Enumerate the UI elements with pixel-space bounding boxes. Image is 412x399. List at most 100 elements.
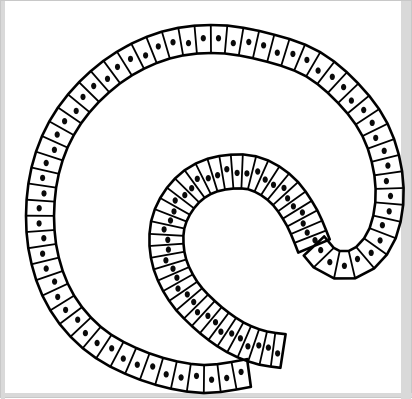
inner-cell-band-cell-nucleus — [182, 192, 187, 198]
inner-cell-band-cell-nucleus — [271, 182, 276, 188]
inner-cell-band-cell-wall — [200, 307, 222, 333]
inner-cell-band-cell-nucleus — [165, 237, 170, 243]
outer-cell-band-cell-wall — [32, 258, 59, 265]
outer-cell-band-cell-nucleus — [388, 193, 393, 199]
inner-cell-band-cell-nucleus — [229, 330, 234, 336]
outer-cell-band-cell-nucleus — [261, 42, 266, 48]
inner-cell-band-cell-nucleus — [170, 266, 175, 272]
inner-cell-band-cell-wall — [175, 179, 199, 203]
outer-cell-band-cell-wall — [368, 139, 394, 149]
outer-cell-band-cell-nucleus — [109, 345, 114, 351]
inner-cell-band-cell-wall — [151, 221, 184, 228]
outer-cell-band-cell-nucleus — [216, 35, 221, 41]
inner-cell-band-cell-nucleus — [301, 220, 306, 226]
outer-cell-band-cell-nucleus — [355, 256, 360, 262]
outer-cell-band-cell-nucleus — [62, 118, 67, 124]
inner-cell-band-cell-nucleus — [174, 275, 179, 281]
outer-cell-band-cell-wall — [27, 230, 55, 232]
outer-cell-band-cell-nucleus — [224, 375, 229, 381]
outer-cell-band-cell-wall — [334, 251, 340, 278]
outer-cell-band-cell-wall — [171, 361, 177, 388]
outer-cell-band-cell-nucleus — [342, 263, 347, 269]
inner-cell-band-cell-nucleus — [171, 208, 176, 214]
outer-cell-band-cell-wall — [155, 358, 163, 385]
outer-cell-band-cell-nucleus — [143, 52, 148, 58]
inner-cell-band-cell-nucleus — [195, 309, 200, 315]
inner-cell-band-cell-nucleus — [291, 203, 296, 209]
inner-cell-band-cell-nucleus — [185, 291, 190, 297]
outer-cell-band-cell-wall — [364, 238, 387, 254]
outer-cell-band-cell-wall — [28, 244, 56, 248]
inner-cell-band-cell-nucleus — [166, 246, 171, 252]
outer-cell-band-cell-nucleus — [384, 178, 389, 184]
outer-cell-band-cell-wall — [131, 44, 144, 69]
outer-cell-band-cell-nucleus — [128, 56, 133, 62]
outer-cell-band-cell-nucleus — [186, 40, 191, 46]
inner-cell-band-cell-wall — [280, 334, 285, 368]
outer-cell-band-cell-wall — [232, 362, 237, 390]
inner-cell-band-cell-nucleus — [255, 168, 260, 174]
inner-cell-band-cell-nucleus — [224, 166, 229, 172]
outer-cell-band-cell-nucleus — [387, 208, 392, 214]
outer-cell-band-cell-wall — [28, 184, 56, 188]
inner-cell-band-cell-wall — [150, 244, 184, 246]
outer-cell-band-cell-wall — [42, 136, 68, 148]
inner-cell-band-cell-wall — [151, 252, 185, 258]
inner-cell-band-cell-nucleus — [191, 299, 196, 305]
outer-cell-band-cell-wall — [370, 228, 396, 238]
inner-cell-band-cell-nucleus — [195, 176, 200, 182]
inner-cell-band-cell-nucleus — [266, 344, 271, 350]
inner-cell-band-cell-nucleus — [206, 175, 211, 181]
outer-cell-band-cell-wall — [49, 121, 74, 135]
outer-cell-band-cell-nucleus — [330, 74, 335, 80]
outer-cell-band-cell-wall — [363, 124, 388, 136]
outer-cell-band-cell-wall — [42, 284, 67, 296]
inner-cell-band-cell-nucleus — [300, 209, 305, 215]
outer-cell-band-cell-wall — [294, 45, 305, 71]
inner-cell-band-cell-wall — [295, 231, 327, 243]
outer-cell-band-cell-nucleus — [52, 147, 57, 153]
outer-cell-band-cell-nucleus — [95, 340, 100, 346]
inner-cell-band-cell-nucleus — [235, 170, 240, 176]
inner-cell-band-cell-nucleus — [189, 185, 194, 191]
inner-cell-band-cell-wall — [241, 154, 242, 188]
inner-cell-band-cell-nucleus — [175, 285, 180, 291]
outer-cell-band-outline — [26, 25, 404, 393]
outer-cell-band-cell-wall — [96, 335, 111, 358]
inner-cell-band-cell-nucleus — [168, 217, 173, 223]
outer-cell-band-cell-nucleus — [304, 57, 309, 63]
inner-cell-band-cell-nucleus — [162, 226, 167, 232]
inner-cell-band-cell-nucleus — [213, 319, 218, 325]
outer-cell-band-cell-wall — [372, 155, 399, 162]
outer-cell-band-cell-wall — [376, 188, 404, 189]
outer-cell-band-cell-nucleus — [275, 50, 280, 56]
outer-cell-band-cell-nucleus — [75, 317, 80, 323]
inner-cell-band-cell-nucleus — [238, 335, 243, 341]
inner-cell-band-cell-wall — [219, 156, 225, 190]
outer-cell-band-cell-nucleus — [349, 97, 354, 103]
inner-cell-band-cell-wall — [167, 188, 194, 209]
inner-cell-band-cell-wall — [154, 260, 187, 270]
outer-cell-band-cell-nucleus — [41, 235, 46, 241]
outer-cell-band-cell-wall — [374, 171, 402, 175]
outer-cell-band-cell-nucleus — [290, 51, 295, 57]
inner-cell-band-cell-wall — [231, 155, 234, 189]
outer-cell-band-cell-nucleus — [83, 330, 88, 336]
outer-cell-band-cell-wall — [253, 31, 259, 58]
outer-cell-band-cell-nucleus — [327, 259, 332, 265]
outer-cell-band-cell-wall — [50, 296, 74, 311]
outer-cell-band-cell-nucleus — [318, 247, 323, 253]
outer-cell-band-cell-nucleus — [80, 94, 85, 100]
outer-cell-band-cell-wall — [239, 28, 244, 56]
inner-cell-band-cell-wall — [208, 313, 228, 340]
outer-cell-band-cell-nucleus — [385, 162, 390, 168]
outer-cell-band-cell-wall — [178, 28, 183, 56]
outer-cell-band-cell-nucleus — [341, 84, 346, 90]
outer-cell-band-cell-nucleus — [361, 107, 366, 113]
inner-cell-band-cell-wall — [271, 333, 276, 367]
outer-cell-band-cell-nucleus — [201, 35, 206, 41]
outer-cell-band-cell-wall — [68, 94, 90, 112]
outer-cell-band-cell-wall — [187, 364, 191, 392]
inner-cell-band-cell-nucleus — [256, 342, 261, 348]
outer-cell-band-cell-wall — [140, 353, 150, 379]
